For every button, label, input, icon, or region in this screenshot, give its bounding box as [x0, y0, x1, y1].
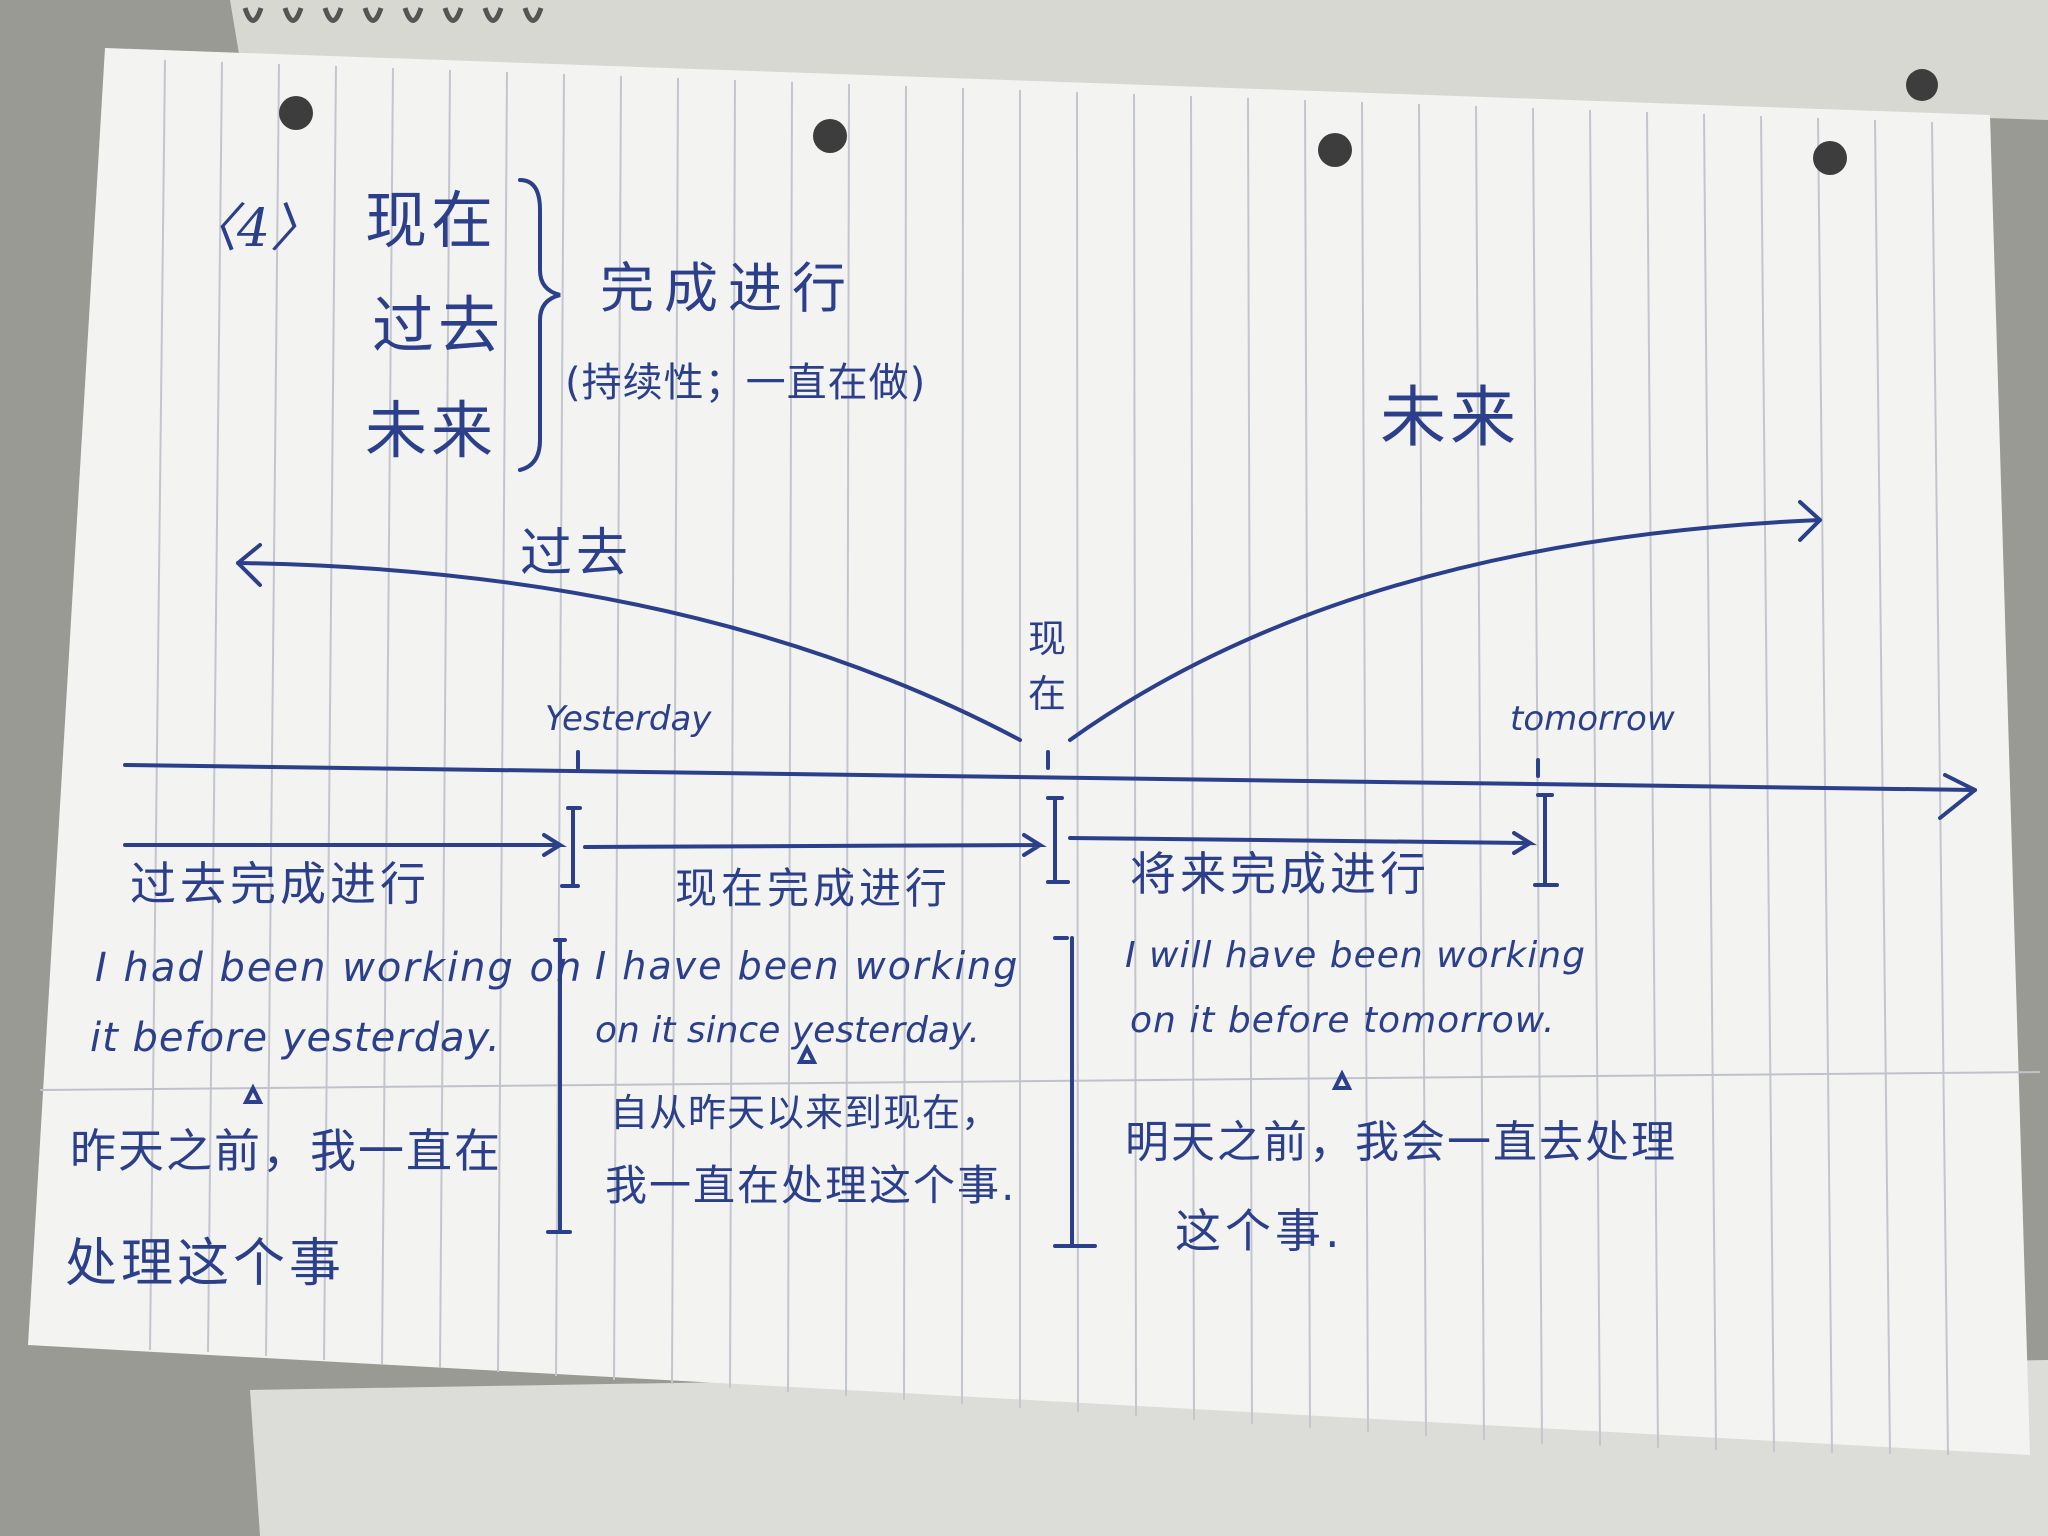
underline-markers [242, 1043, 1353, 1104]
english-present-line-2: on it since yesterday. [595, 1010, 980, 1051]
header-note: (持续性；一直在做) [565, 360, 927, 406]
chinese-future-line-1: 明天之前，我会一直去处理 [1125, 1117, 1677, 1168]
english-future-line-2: on it before tomorrow. [1130, 1000, 1556, 1041]
tense-name-present-perfect: 现在完成进行 [675, 864, 952, 913]
arrow-future-perfect [1068, 831, 1538, 855]
arrow-past-perfect [123, 833, 567, 857]
back-sheet [230, 0, 2048, 120]
tense-name-future-perfect: 将来完成进行 [1130, 847, 1430, 901]
future-label: 未来 [1380, 379, 1520, 456]
english-past-line-2: it before yesterday. [90, 1015, 501, 1061]
chinese-present-line-2: 我一直在处理这个事. [605, 1161, 1017, 1210]
punched-holes [279, 69, 1938, 175]
english-past-line-1: I had been working on [95, 945, 584, 991]
future-curve [1068, 518, 1822, 742]
yesterday-label: Yesterday [545, 699, 712, 739]
timeline-arrowhead [1938, 773, 1977, 820]
future-arrowhead [1798, 500, 1822, 542]
tense-future: 未来 [365, 394, 498, 467]
tomorrow-label: tomorrow [1510, 699, 1675, 739]
marker-now [1046, 796, 1070, 884]
spiral-binding [242, 7, 544, 23]
now-label: 现在 [1028, 617, 1071, 717]
header-title: 完成进行 [600, 257, 856, 320]
timeline-ticks [576, 750, 1540, 778]
divider-1 [546, 938, 572, 1234]
section-number: 〈4〉 [185, 199, 323, 259]
tense-present: 现在 [365, 184, 498, 257]
past-curve [236, 561, 1022, 742]
chinese-future-line-2: 这个事. [1175, 1204, 1344, 1258]
chinese-present-line-1: 自从昨天以来到现在， [610, 1091, 1001, 1135]
english-future-line-1: I will have been working [1125, 935, 1586, 976]
english-present-line-1: I have been working [595, 944, 1020, 988]
tense-name-past-perfect: 过去完成进行 [130, 857, 430, 911]
paper-sheet [28, 48, 2030, 1455]
arrow-present-perfect [583, 833, 1047, 857]
header-brace [518, 178, 561, 472]
chinese-past-line-2: 处理这个事 [65, 1234, 346, 1294]
paper-rule-lines [149, 59, 1949, 1456]
divider-2 [1053, 936, 1097, 1248]
chinese-past-line-1: 昨天之前，我一直在 [70, 1124, 502, 1178]
past-label: 过去 [520, 524, 633, 584]
marker-yesterday [560, 806, 582, 888]
tense-past: 过去 [372, 289, 505, 362]
past-arrowhead [236, 543, 262, 587]
margin-line [39, 1071, 2041, 1091]
timeline-axis [123, 763, 1977, 792]
marker-tomorrow [1533, 793, 1559, 887]
